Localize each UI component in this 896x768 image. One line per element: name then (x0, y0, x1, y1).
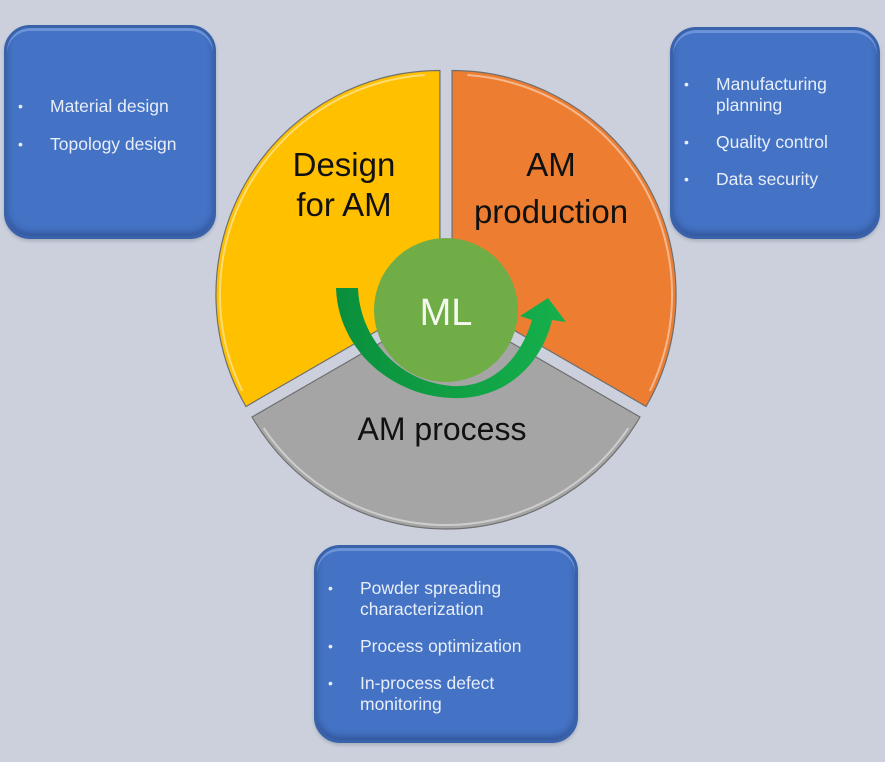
cycle-arrow-icon (336, 288, 566, 399)
box-list-item: • Process optimization (317, 636, 575, 657)
ml-center-label: ML (420, 292, 473, 334)
box-list-item: • Quality control (673, 132, 877, 153)
bullet-icon: • (684, 76, 689, 92)
segment-highlight (262, 427, 630, 526)
bullet-icon: • (18, 136, 23, 152)
segment-label-design: for AM (296, 186, 391, 223)
segment-label-production: AM (526, 146, 576, 183)
bullet-icon: • (328, 638, 333, 654)
bullet-icon: • (684, 134, 689, 150)
design-tasks-box: • Material design • Topology design (4, 25, 216, 239)
box-list-item: • Topology design (7, 134, 213, 155)
bullet-icon: • (18, 98, 23, 114)
segment-label-production: production (474, 193, 628, 230)
box-list-item-text: Process optimization (360, 636, 522, 656)
box-list-item-text: Topology design (50, 134, 177, 154)
box-list-item-text: Material design (50, 96, 169, 116)
box-list-item: • Material design (7, 96, 213, 117)
box-list-item: • Data security (673, 169, 877, 190)
bullet-icon: • (328, 675, 333, 691)
segment-highlight (218, 74, 425, 392)
bullet-icon: • (328, 580, 333, 596)
segment-label-process: AM process (358, 411, 527, 447)
segment-process (251, 304, 641, 530)
segment-highlight (467, 74, 674, 392)
box-list-item-text: Quality control (716, 132, 828, 152)
segment-label-design: Design (293, 146, 396, 183)
box-list-item-text: Data security (716, 169, 819, 189)
ml-center-circle (374, 238, 518, 382)
bullet-icon: • (684, 171, 689, 187)
